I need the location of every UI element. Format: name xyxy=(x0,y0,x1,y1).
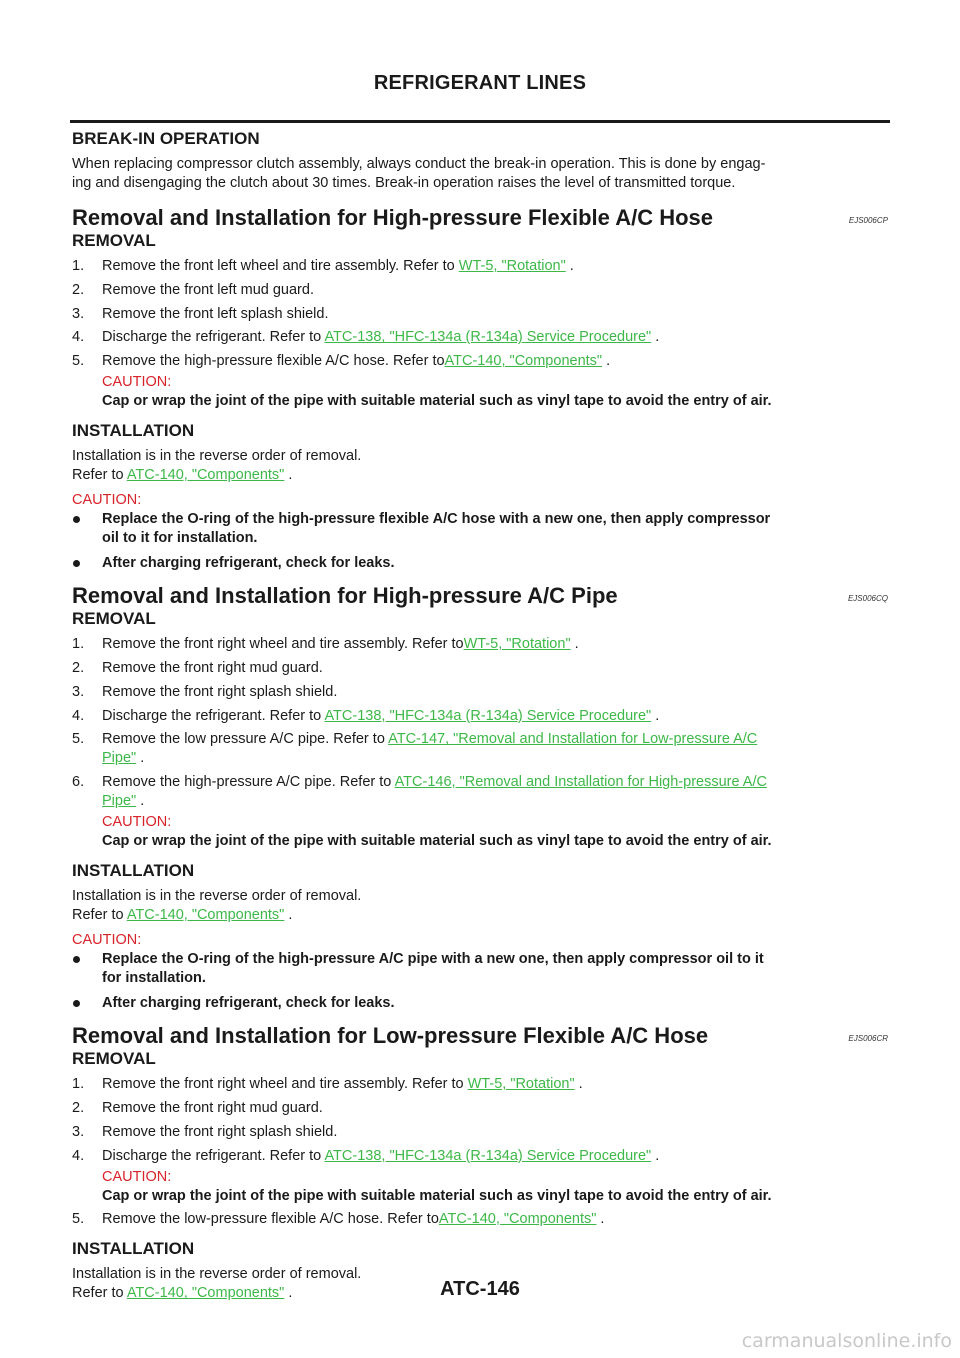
link-atc146-high-pressure-pipe[interactable]: ATC-146, "Removal and Installation for H… xyxy=(394,774,767,791)
section3-removal-heading: REMOVAL xyxy=(72,1049,156,1069)
link-atc140-components[interactable]: ATC-140, "Components" xyxy=(126,467,285,484)
caution-label: CAUTION: xyxy=(72,492,142,509)
link-atc140-components[interactable]: ATC-140, "Components" xyxy=(126,907,285,924)
section2-installation-heading: INSTALLATION xyxy=(72,861,195,881)
link-atc138-service-procedure[interactable]: ATC-138, "HFC-134a (R-134a) Service Proc… xyxy=(324,329,652,346)
list-item: 4.Discharge the refrigerant. Refer to AT… xyxy=(72,707,660,724)
list-item: 2.Remove the front right mud guard. xyxy=(72,1099,323,1116)
list-item: 5.Remove the low-pressure flexible A/C h… xyxy=(72,1210,605,1227)
link-atc147-low-pressure-pipe[interactable]: Pipe" xyxy=(102,750,137,767)
caution-label: CAUTION: xyxy=(102,1168,172,1185)
section2-removal-caution: CAUTION: Cap or wrap the joint of the pi… xyxy=(72,813,888,851)
caution-text: Cap or wrap the joint of the pipe with s… xyxy=(102,1187,772,1204)
list-item: 5.Remove the high-pressure flexible A/C … xyxy=(72,353,611,370)
list-item: 1.Remove the front right wheel and tire … xyxy=(72,1076,583,1093)
break-in-heading: BREAK-IN OPERATION xyxy=(72,129,260,148)
page-number: ATC-146 xyxy=(440,1278,520,1300)
list-item: After charging refrigerant, check for le… xyxy=(72,554,888,573)
section3-installation-heading: INSTALLATION xyxy=(72,1239,195,1259)
section3-removal-steps-continued: 5.Remove the low-pressure flexible A/C h… xyxy=(72,1210,888,1229)
installation-text: Installation is in the reverse order of … xyxy=(72,888,362,905)
list-item: 4.Discharge the refrigerant. Refer to AT… xyxy=(72,1147,660,1164)
link-atc146-high-pressure-pipe[interactable]: Pipe" xyxy=(102,793,137,810)
link-wt5-rotation[interactable]: WT-5, "Rotation" xyxy=(463,636,571,653)
list-item: 3.Remove the front left splash shield. xyxy=(72,305,329,322)
header-rule xyxy=(70,120,890,123)
installation-text: Installation is in the reverse order of … xyxy=(72,1266,362,1283)
list-item: 2.Remove the front left mud guard. xyxy=(72,281,314,298)
link-wt5-rotation[interactable]: WT-5, "Rotation" xyxy=(467,1076,575,1093)
link-atc138-service-procedure[interactable]: ATC-138, "HFC-134a (R-134a) Service Proc… xyxy=(324,1147,652,1164)
caution-label: CAUTION: xyxy=(102,814,172,831)
section3-code: EJS006CR xyxy=(848,1034,888,1044)
section2-code: EJS006CQ xyxy=(847,594,888,604)
list-item: 6.Remove the high-pressure A/C pipe. Ref… xyxy=(72,774,767,810)
section3-removal-caution: CAUTION: Cap or wrap the joint of the pi… xyxy=(72,1168,888,1206)
break-in-text-line1: When replacing compressor clutch assembl… xyxy=(72,156,766,172)
section2-removal-steps: 1.Remove the front right wheel and tire … xyxy=(72,635,888,811)
list-item: for installation. xyxy=(102,970,206,987)
link-atc140-components[interactable]: ATC-140, "Components" xyxy=(126,1285,285,1302)
bullet-icon xyxy=(73,1000,80,1008)
section1-installation-heading: INSTALLATION xyxy=(72,421,195,441)
link-atc140-components[interactable]: ATC-140, "Components" xyxy=(438,1210,597,1227)
link-atc138-service-procedure[interactable]: ATC-138, "HFC-134a (R-134a) Service Proc… xyxy=(324,707,652,724)
installation-refer: Refer to ATC-140, "Components" . xyxy=(72,1285,293,1302)
installation-refer: Refer to ATC-140, "Components" . xyxy=(72,907,293,924)
caution-label: CAUTION: xyxy=(72,932,142,949)
section1-removal-steps: 1.Remove the front left wheel and tire a… xyxy=(72,257,888,371)
list-item: 1.Remove the front left wheel and tire a… xyxy=(72,258,574,274)
list-item: 3.Remove the front right splash shield. xyxy=(72,1123,338,1140)
installation-text: Installation is in the reverse order of … xyxy=(72,448,362,465)
section1-title: Removal and Installation for High-pressu… xyxy=(72,205,713,230)
list-item: After charging refrigerant, check for le… xyxy=(72,994,888,1013)
section3-title: Removal and Installation for Low-pressur… xyxy=(72,1023,709,1049)
section3-header: Removal and Installation for Low-pressur… xyxy=(72,1023,888,1049)
link-wt5-rotation[interactable]: WT-5, "Rotation" xyxy=(458,258,566,274)
list-item: 1.Remove the front right wheel and tire … xyxy=(72,636,579,653)
section1-header: Removal and Installation for High-pressu… xyxy=(72,205,888,231)
page-title: REFRIGERANT LINES xyxy=(373,72,587,94)
bullet-icon xyxy=(73,560,80,568)
section1-removal-caution: CAUTION: Cap or wrap the joint of the pi… xyxy=(72,373,888,411)
bullet-icon xyxy=(73,956,80,964)
section2-title: Removal and Installation for High-pressu… xyxy=(72,583,618,609)
caution-text: Cap or wrap the joint of the pipe with s… xyxy=(102,833,772,850)
caution-label: CAUTION: xyxy=(102,374,172,391)
list-item: 4.Discharge the refrigerant. Refer to AT… xyxy=(72,329,660,346)
link-atc140-components[interactable]: ATC-140, "Components" xyxy=(444,353,603,370)
section2-header: Removal and Installation for High-pressu… xyxy=(72,583,888,609)
list-item: Replace the O-ring of the high-pressure … xyxy=(72,510,888,529)
section1-code: EJS006CP xyxy=(848,216,888,225)
list-item: 3.Remove the front right splash shield. xyxy=(72,683,338,700)
caution-text: Cap or wrap the joint of the pipe with s… xyxy=(102,393,772,410)
link-atc147-low-pressure-pipe[interactable]: ATC-147, "Removal and Installation for L… xyxy=(388,731,758,748)
page-content: BREAK-IN OPERATION When replacing compre… xyxy=(72,127,888,1303)
section2-install-cautions: Replace the O-ring of the high-pressure … xyxy=(72,950,888,1013)
list-item: 5.Remove the low pressure A/C pipe. Refe… xyxy=(72,731,758,767)
list-item: 2.Remove the front right mud guard. xyxy=(72,659,323,676)
watermark: carmanualsonline.info xyxy=(741,1330,952,1352)
list-item: oil to it for installation. xyxy=(102,530,258,547)
installation-refer: Refer to ATC-140, "Components" . xyxy=(72,467,293,484)
section1-removal-heading: REMOVAL xyxy=(72,231,156,250)
list-item: Replace the O-ring of the high-pressure … xyxy=(72,950,888,969)
section1-install-cautions: Replace the O-ring of the high-pressure … xyxy=(72,510,888,573)
section3-removal-steps: 1.Remove the front right wheel and tire … xyxy=(72,1075,888,1165)
break-in-text-line2: ing and disengaging the clutch about 30 … xyxy=(72,175,736,191)
section2-removal-heading: REMOVAL xyxy=(72,609,156,629)
bullet-icon xyxy=(73,516,80,524)
